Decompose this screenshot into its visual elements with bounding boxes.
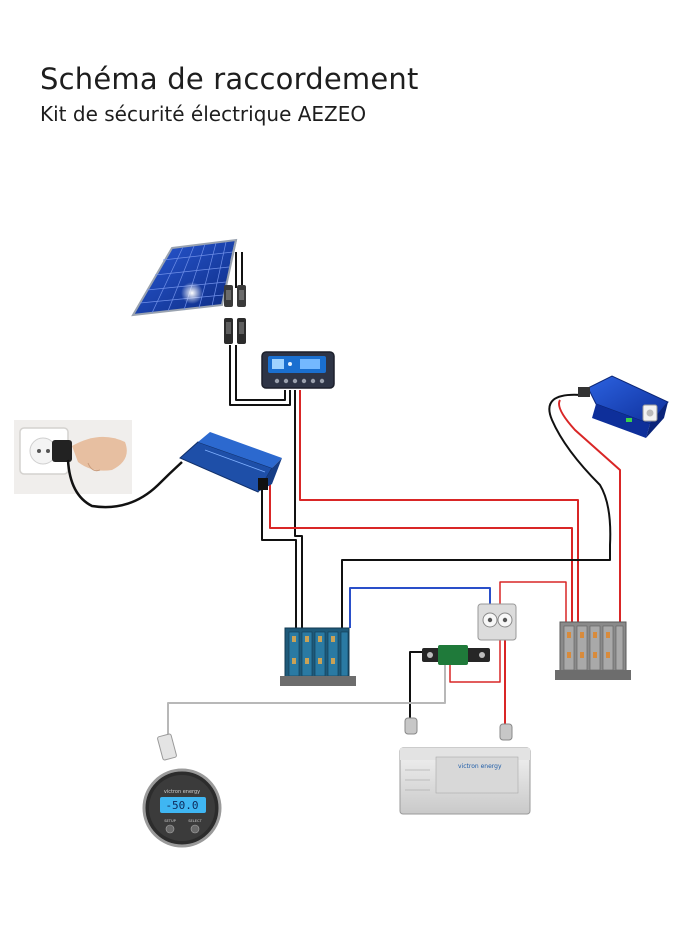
wire-fuse-link	[449, 640, 501, 683]
monitor-rj-connector	[157, 733, 177, 761]
distribution-block-negative	[280, 627, 356, 686]
wire-inverter-negative	[341, 393, 612, 628]
charge-controller	[261, 351, 335, 389]
battery-monitor: victron energy -50.0 SETUP SELECT	[142, 768, 222, 848]
wire-charger-positive	[265, 484, 573, 625]
page-subtitle: Kit de sécurité électrique AEZEO	[40, 102, 367, 126]
battery: victron energy	[399, 747, 531, 815]
wire-mc4-to-controller-a	[229, 345, 291, 406]
wire-mc4-to-controller-b	[235, 345, 286, 401]
wire-controller-negative	[294, 390, 303, 628]
mc4-connectors	[224, 285, 246, 344]
wires	[167, 252, 621, 735]
battery-shunt	[422, 645, 490, 665]
solar-panel	[131, 238, 238, 317]
monitor-reading: -50.0	[165, 799, 198, 812]
wire-battery-negative	[409, 651, 425, 718]
battery-brand: victron energy	[458, 763, 502, 770]
monitor-select-label: SELECT	[188, 819, 202, 823]
monitor-setup-button	[165, 824, 175, 834]
wire-shunt-signal	[349, 587, 491, 628]
charger-mains-cord	[66, 459, 183, 509]
monitor-select-button	[190, 824, 200, 834]
battery-cable-lugs	[404, 717, 513, 741]
distribution-block-positive	[555, 621, 631, 680]
monitor-brand: victron energy	[164, 789, 200, 795]
battery-charger	[179, 432, 282, 493]
monitor-setup-label: SETUP	[164, 819, 176, 823]
wire-inverter-positive	[558, 399, 621, 622]
fuse-holder	[477, 603, 517, 641]
wire-charger-negative	[261, 490, 297, 628]
wire-monitor-cable	[167, 665, 446, 735]
power-inverter	[578, 375, 669, 438]
wire-controller-positive	[299, 390, 579, 625]
page-title: Schéma de raccordement	[40, 62, 419, 96]
wire-shunt-sense-red	[499, 581, 567, 625]
